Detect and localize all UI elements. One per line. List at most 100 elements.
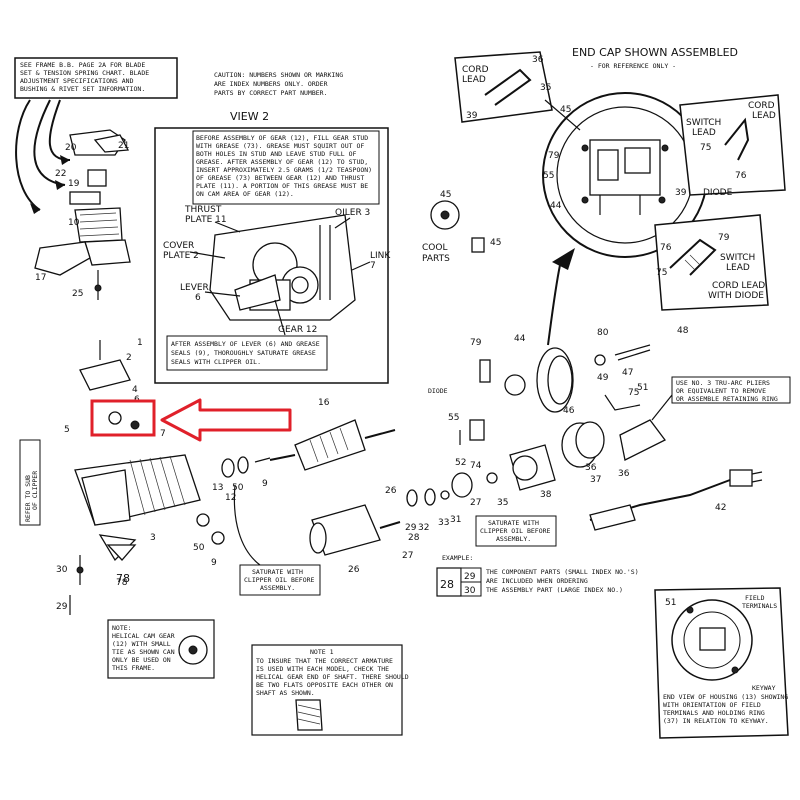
- extra-callouts: 12 26 28 36 75: [225, 388, 639, 543]
- svg-text:PLATE 2: PLATE 2: [163, 251, 199, 261]
- svg-text:29: 29: [56, 602, 68, 612]
- svg-text:TO INSURE THAT THE CORRECT ARM: TO INSURE THAT THE CORRECT ARMATURE: [256, 657, 393, 665]
- part-78: 78: [106, 544, 137, 585]
- svg-text:ARE INDEX NUMBERS ONLY. ORDER: ARE INDEX NUMBERS ONLY. ORDER: [214, 80, 328, 88]
- svg-text:ONLY BE USED ON: ONLY BE USED ON: [112, 656, 171, 664]
- svg-text:30: 30: [464, 586, 476, 596]
- svg-text:GEAR 12: GEAR 12: [278, 325, 317, 335]
- svg-text:GREASE. AFTER ASSEMBLY OF GEAR: GREASE. AFTER ASSEMBLY OF GEAR (12) TO S…: [196, 158, 368, 166]
- svg-text:CLIPPER OIL BEFORE: CLIPPER OIL BEFORE: [480, 527, 551, 535]
- svg-text:DIODE: DIODE: [703, 188, 733, 198]
- svg-text:55: 55: [543, 171, 554, 181]
- svg-text:CLIPPER OIL BEFORE: CLIPPER OIL BEFORE: [244, 576, 315, 584]
- svg-text:PLATE (11). A PORTION OF THIS: PLATE (11). A PORTION OF THIS GREASE MUS…: [196, 182, 368, 190]
- cool-parts: 45 45 COOL PARTS: [422, 190, 501, 264]
- svg-text:6: 6: [195, 293, 201, 303]
- svg-text:OILER 3: OILER 3: [335, 208, 370, 218]
- svg-text:51: 51: [637, 383, 648, 393]
- svg-text:76: 76: [660, 243, 672, 253]
- svg-text:ARE INCLUDED WHEN ORDERING: ARE INCLUDED WHEN ORDERING: [486, 577, 588, 585]
- svg-text:COVER: COVER: [163, 241, 194, 251]
- svg-text:SEE FRAME B.B. PAGE 2A FOR BLA: SEE FRAME B.B. PAGE 2A FOR BLADE: [20, 61, 145, 69]
- svg-text:45: 45: [490, 238, 501, 248]
- svg-text:35: 35: [540, 83, 551, 93]
- svg-text:42: 42: [715, 503, 726, 513]
- svg-text:39: 39: [466, 111, 478, 121]
- svg-text:75: 75: [700, 143, 711, 153]
- end-cap-header: END CAP SHOWN ASSEMBLED - FOR REFERENCE …: [572, 46, 738, 70]
- retaining-ring-and-bushing: 37 36: [561, 419, 666, 485]
- svg-text:39: 39: [675, 188, 687, 198]
- switch-lead-inset-bottom: 76 79 75 SWITCH LEAD CORD LEAD WITH DIOD…: [654, 214, 769, 311]
- svg-text:27: 27: [470, 498, 481, 508]
- svg-text:ASSEMBLY.: ASSEMBLY.: [260, 584, 295, 592]
- svg-text:10: 10: [68, 218, 80, 228]
- svg-text:52: 52: [455, 458, 466, 468]
- saturate-note-left: SATURATE WITH CLIPPER OIL BEFORE ASSEMBL…: [233, 484, 321, 596]
- svg-text:26: 26: [385, 486, 397, 496]
- svg-text:CORD LEAD: CORD LEAD: [712, 281, 765, 291]
- svg-text:USE NO. 3 TRU-ARC PLIERS: USE NO. 3 TRU-ARC PLIERS: [676, 379, 770, 387]
- svg-text:CAUTION: NUMBERS SHOWN OR MARK: CAUTION: NUMBERS SHOWN OR MARKING: [214, 71, 343, 79]
- svg-text:SATURATE WITH: SATURATE WITH: [252, 568, 303, 576]
- svg-text:37: 37: [590, 475, 601, 485]
- highlight-callout: [90, 398, 292, 442]
- svg-text:PLATE 11: PLATE 11: [185, 215, 227, 225]
- svg-text:55: 55: [448, 413, 459, 423]
- svg-text:49: 49: [597, 373, 609, 383]
- svg-text:28: 28: [408, 533, 420, 543]
- svg-text:36: 36: [618, 469, 630, 479]
- svg-text:OR EQUIVALENT TO REMOVE: OR EQUIVALENT TO REMOVE: [676, 387, 766, 395]
- svg-text:32: 32: [418, 523, 429, 533]
- svg-text:3: 3: [150, 533, 156, 543]
- svg-text:NOTE:: NOTE:: [112, 624, 132, 632]
- svg-text:BEFORE ASSEMBLY OF GEAR (12),: BEFORE ASSEMBLY OF GEAR (12), FILL GEAR …: [196, 134, 368, 142]
- svg-text:TERMINALS AND HOLDING RING: TERMINALS AND HOLDING RING: [663, 709, 765, 717]
- svg-text:44: 44: [550, 201, 562, 211]
- svg-text:79: 79: [718, 233, 730, 243]
- svg-text:(12) WITH SMALL: (12) WITH SMALL: [112, 640, 171, 648]
- svg-text:75: 75: [656, 268, 667, 278]
- svg-text:LINK: LINK: [370, 251, 391, 261]
- svg-text:CORD: CORD: [462, 65, 489, 75]
- svg-text:4: 4: [132, 385, 138, 395]
- svg-text:12: 12: [225, 493, 236, 503]
- svg-text:25: 25: [72, 289, 83, 299]
- housing-end-view: 51 FIELD TERMINALS KEYWAY END VIEW OF HO…: [654, 587, 789, 739]
- brush-holder-parts: 52 74 55: [448, 413, 485, 471]
- end-cap-arrow: [547, 248, 575, 346]
- svg-text:29: 29: [405, 523, 417, 533]
- svg-text:WITH DIODE: WITH DIODE: [708, 291, 764, 301]
- housing-13: 3 78: [74, 454, 201, 588]
- svg-text:CORD: CORD: [748, 101, 775, 111]
- cord-lead-inset-top: CORD LEAD 36 35 39: [454, 51, 581, 131]
- svg-text:OR ASSEMBLE RETAINING RING: OR ASSEMBLE RETAINING RING: [676, 395, 778, 403]
- note-1-box: NOTE 1 TO INSURE THAT THE CORRECT ARMATU…: [251, 644, 409, 736]
- svg-text:OF GREASE (73) BETWEEN GEAR (1: OF GREASE (73) BETWEEN GEAR (12) AND THR…: [196, 174, 364, 182]
- svg-text:LEAD: LEAD: [752, 111, 776, 121]
- svg-text:WITH ORIENTATION OF FIELD: WITH ORIENTATION OF FIELD: [663, 701, 761, 709]
- svg-text:THE ASSEMBLY PART (LARGE INDEX: THE ASSEMBLY PART (LARGE INDEX NO.): [486, 586, 623, 594]
- svg-text:SEALS (9), THOROUGHLY SATURATE: SEALS (9), THOROUGHLY SATURATE GREASE: [171, 349, 316, 357]
- armature-33: 26 27: [309, 504, 413, 575]
- frame-note-arrows: [15, 99, 71, 214]
- svg-text:PARTS: PARTS: [422, 254, 450, 264]
- svg-text:AFTER ASSEMBLY OF LEVER (6) AN: AFTER ASSEMBLY OF LEVER (6) AND GREASE: [171, 340, 320, 348]
- svg-text:50: 50: [232, 483, 244, 493]
- armature-32: 16: [269, 398, 396, 471]
- end-bell-parts: 79 44 46 80 48 47 49 51: [470, 326, 689, 416]
- svg-text:IS USED WITH EACH MODEL, CHECK: IS USED WITH EACH MODEL, CHECK THE: [256, 665, 389, 673]
- svg-text:26: 26: [348, 565, 360, 575]
- svg-text:END VIEW OF HOUSING (13) SHOWI: END VIEW OF HOUSING (13) SHOWING: [663, 693, 788, 701]
- svg-text:SEALS WITH CLIPPER OIL.: SEALS WITH CLIPPER OIL.: [171, 358, 261, 366]
- svg-text:31: 31: [450, 515, 461, 525]
- svg-text:9: 9: [262, 479, 268, 489]
- svg-text:36: 36: [585, 463, 597, 473]
- svg-text:45: 45: [560, 105, 571, 115]
- svg-text:INSERT APPROXIMATELY 2.5 GRAMS: INSERT APPROXIMATELY 2.5 GRAMS (1/2 TEAS…: [196, 166, 372, 174]
- svg-text:ADJUSTMENT SPECIFICATIONS AND: ADJUSTMENT SPECIFICATIONS AND: [20, 77, 134, 85]
- svg-text:NOTE 1: NOTE 1: [310, 648, 334, 656]
- end-cap-assembly: [542, 92, 708, 258]
- refer-sub-label: REFER TO SUB OF CLIPPER: [19, 439, 41, 526]
- svg-text:SATURATE WITH: SATURATE WITH: [488, 519, 539, 527]
